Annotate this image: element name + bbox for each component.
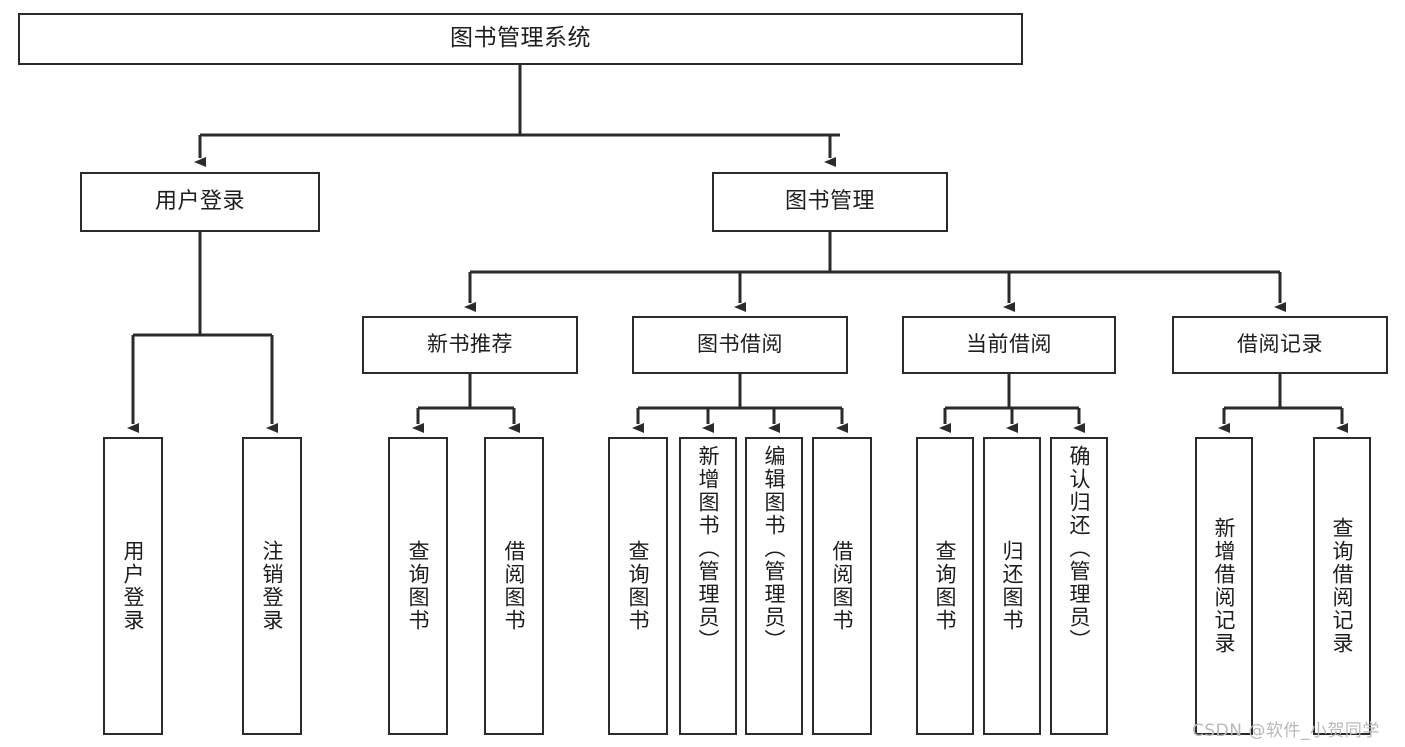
leaf-node[interactable]: 借阅图书 bbox=[484, 437, 544, 735]
node-user-login-label: 用户登录 bbox=[154, 188, 245, 214]
node-root-label: 图书管理系统 bbox=[450, 25, 591, 52]
leaf-node-label: 新增图书（管理员） bbox=[696, 445, 721, 652]
node-new-book-recommend-label: 新书推荐 bbox=[427, 332, 513, 357]
leaf-node[interactable]: 用户登录 bbox=[103, 437, 163, 735]
node-root[interactable]: 图书管理系统 bbox=[18, 13, 1023, 65]
node-user-login[interactable]: 用户登录 bbox=[80, 172, 320, 232]
leaf-node-label: 查询图书 bbox=[406, 540, 431, 632]
node-current-borrow-label: 当前借阅 bbox=[966, 332, 1052, 357]
node-book-borrow-label: 图书借阅 bbox=[697, 332, 783, 357]
node-new-book-recommend[interactable]: 新书推荐 bbox=[362, 316, 578, 374]
leaf-node-label: 注销登录 bbox=[260, 540, 285, 632]
leaf-node[interactable]: 查询图书 bbox=[916, 437, 974, 735]
leaf-node-label: 查询借阅记录 bbox=[1330, 517, 1355, 655]
leaf-node-label: 用户登录 bbox=[121, 540, 146, 632]
node-borrow-record-label: 借阅记录 bbox=[1237, 332, 1323, 357]
node-book-management-label: 图书管理 bbox=[784, 188, 875, 214]
leaf-node[interactable]: 归还图书 bbox=[983, 437, 1041, 735]
leaf-node-label: 查询图书 bbox=[626, 540, 651, 632]
leaf-node[interactable]: 借阅图书 bbox=[812, 437, 872, 735]
leaf-node-label: 归还图书 bbox=[1000, 540, 1025, 632]
leaf-node-label: 借阅图书 bbox=[502, 540, 527, 632]
node-book-borrow[interactable]: 图书借阅 bbox=[632, 316, 848, 374]
connectors bbox=[127, 65, 1348, 433]
leaf-node-label: 确认归还（管理员） bbox=[1067, 445, 1092, 652]
leaf-node-label: 查询图书 bbox=[933, 540, 958, 632]
node-borrow-record[interactable]: 借阅记录 bbox=[1172, 316, 1388, 374]
leaf-node[interactable]: 查询图书 bbox=[388, 437, 448, 735]
leaf-node[interactable]: 编辑图书（管理员） bbox=[745, 437, 803, 735]
leaf-node[interactable]: 新增图书（管理员） bbox=[679, 437, 737, 735]
leaf-node[interactable]: 新增借阅记录 bbox=[1195, 437, 1253, 735]
leaf-node-label: 新增借阅记录 bbox=[1212, 517, 1237, 655]
leaf-node[interactable]: 注销登录 bbox=[242, 437, 302, 735]
leaf-node-label: 编辑图书（管理员） bbox=[762, 445, 787, 652]
node-current-borrow[interactable]: 当前借阅 bbox=[902, 316, 1116, 374]
leaf-node-label: 借阅图书 bbox=[830, 540, 855, 632]
node-book-management[interactable]: 图书管理 bbox=[712, 172, 948, 232]
leaf-node[interactable]: 查询借阅记录 bbox=[1313, 437, 1371, 735]
leaf-node[interactable]: 确认归还（管理员） bbox=[1050, 437, 1108, 735]
leaf-node[interactable]: 查询图书 bbox=[608, 437, 668, 735]
